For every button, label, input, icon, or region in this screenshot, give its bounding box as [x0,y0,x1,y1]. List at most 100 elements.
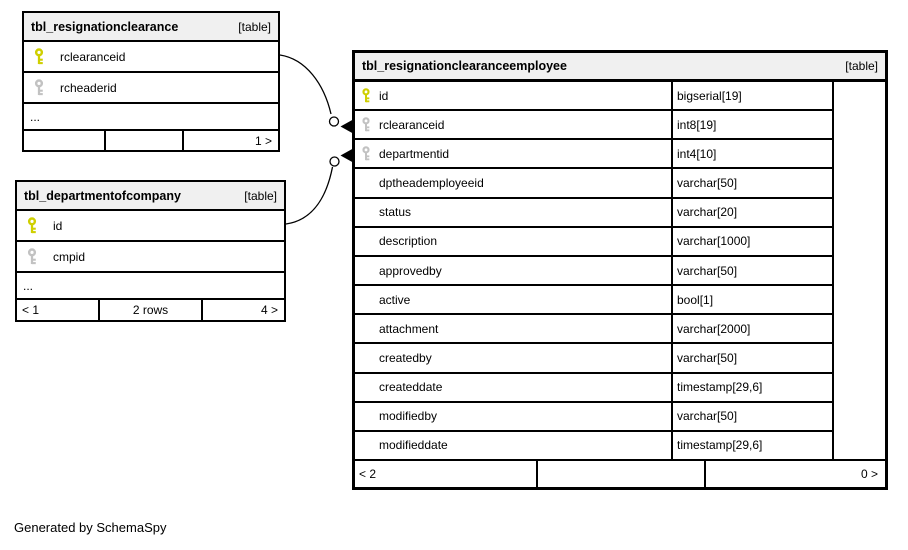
table-footer: < 2 0 > [355,459,885,487]
column-row-rcheaderid: rcheaderid [24,73,278,104]
column-type: int4[10] [671,140,832,168]
column-type: varchar[20] [671,198,832,226]
table-header: tbl_resignationclearanceemployee [table] [355,53,885,82]
column-name: cmpid [17,242,284,271]
fk-curve [285,166,334,225]
right-margin-strip [832,82,885,459]
table-box-tbl-resignationclearance[interactable]: tbl_resignationclearance [table] rcleara… [22,11,280,152]
footer-rows-count: 2 rows [98,300,201,320]
footer-rows-count [536,461,704,487]
footer-children-count: 4 > [201,300,284,320]
column-type: timestamp[29,6] [671,431,832,460]
column-name: dptheademployeeid [355,169,671,196]
fk-open-dot-icon [328,116,340,127]
key-spacer [361,438,371,453]
key-spacer [361,263,371,278]
table-name[interactable]: tbl_departmentofcompany [24,188,181,203]
footer-children-count: 0 > [704,461,885,487]
column-type: varchar[50] [671,344,832,372]
column-name: active [355,286,671,313]
footer-children-count: 1 > [182,131,278,150]
table-name[interactable]: tbl_resignationclearance [31,19,179,34]
column-name: rclearanceid [24,42,278,71]
column-name: rcheaderid [24,73,278,102]
primary-key-icon [362,88,370,103]
key-spacer [361,380,371,395]
table-name[interactable]: tbl_resignationclearanceemployee [362,59,567,73]
primary-key-icon [27,217,37,234]
foreign-key-icon [34,79,44,96]
column-type: varchar[50] [671,169,832,197]
footer-parents-count: < 1 [22,303,40,317]
table-footer: 1 > [24,131,278,150]
key-spacer [361,409,371,424]
column-name: createdby [355,344,671,371]
footer-rows-count [104,131,182,150]
key-spacer [361,176,371,191]
column-name: modifiedby [355,403,671,430]
foreign-key-icon [362,117,370,132]
column-row-id: id [17,211,284,242]
key-spacer [361,350,371,365]
column-name: status [355,199,671,226]
table-footer: < 1 2 rows 4 > [17,300,284,320]
column-name: createddate [355,374,671,401]
table-header: tbl_departmentofcompany [table] [17,182,284,211]
column-name: id [17,211,284,240]
more-columns-ellipsis: ... [17,273,284,300]
column-type: bigserial[19] [671,82,832,110]
column-name: attachment [355,315,671,342]
table-box-tbl-resignationclearanceemployee[interactable]: tbl_resignationclearanceemployee [table]… [352,50,888,490]
column-type: varchar[2000] [671,315,832,343]
column-row-rclearanceid: rclearanceid [24,42,278,73]
table-type-badge: [table] [845,59,878,73]
footer-parents-count [24,131,104,150]
more-columns-ellipsis: ... [24,104,278,131]
table-header: tbl_resignationclearance [table] [24,13,278,42]
column-name: id [355,82,671,109]
primary-key-icon [34,48,44,65]
table-type-badge: [table] [238,19,271,34]
column-name: modifieddate [355,432,671,459]
column-type: int8[19] [671,111,832,139]
generated-by-note: Generated by SchemaSpy [14,520,167,535]
key-spacer [361,292,371,307]
column-type: varchar[50] [671,402,832,430]
column-name: approvedby [355,257,671,284]
column-type: timestamp[29,6] [671,373,832,401]
key-spacer [361,205,371,220]
fk-connector-departmentid [285,148,354,225]
column-type: varchar[1000] [671,227,832,255]
foreign-key-icon [362,146,370,161]
column-type: bool[1] [671,286,832,314]
footer-parents-count: < 2 [359,467,377,481]
column-name: description [355,228,671,255]
key-spacer [361,234,371,249]
fk-connector-rclearanceid [279,54,354,134]
fk-curve [279,54,332,115]
fk-open-dot-icon [329,156,340,167]
table-type-badge: [table] [244,188,277,203]
column-row-cmpid: cmpid [17,242,284,273]
key-spacer [361,321,371,336]
column-type: varchar[50] [671,256,832,285]
foreign-key-icon [27,248,37,265]
